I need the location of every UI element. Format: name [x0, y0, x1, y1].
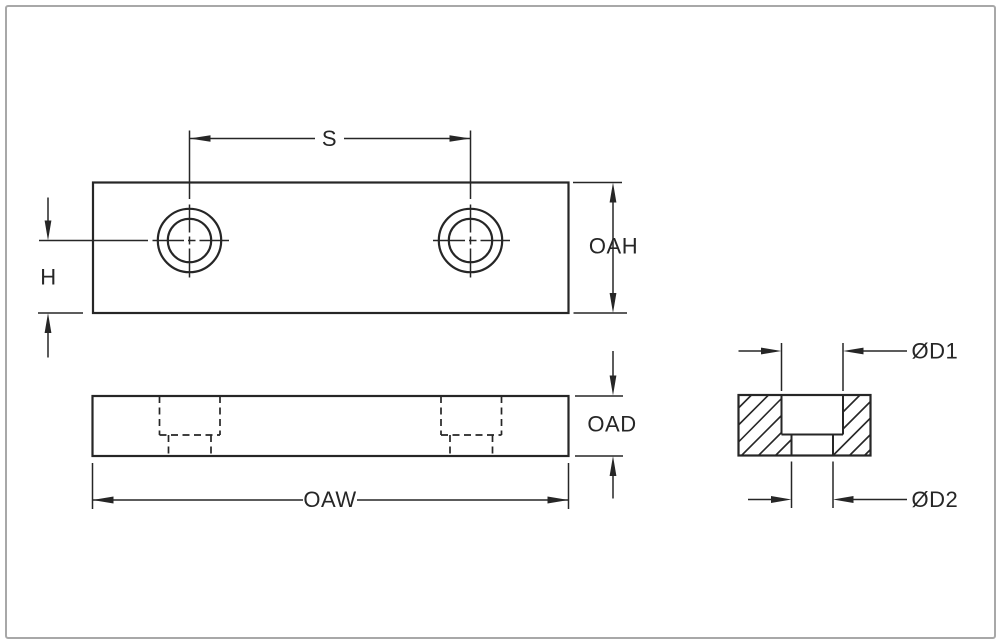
oah-arrowhead-bottom — [609, 293, 617, 313]
hidden-hole-left — [167, 435, 212, 456]
oad-extension-lines — [575, 395, 623, 457]
s-arrowhead-right — [449, 135, 471, 142]
d2-dimension: ØD2 — [748, 461, 959, 512]
d1-extension-lines — [780, 343, 844, 391]
oad-label: OAD — [587, 412, 636, 437]
s-arrowhead-left — [189, 135, 211, 142]
s-label: S — [322, 126, 337, 151]
oad-dimension: OAD — [575, 351, 636, 499]
d2-arrowhead-left — [771, 496, 792, 503]
oah-extension-lines — [573, 181, 627, 314]
oad-arrowhead-top — [609, 375, 617, 396]
frame-border — [5, 5, 996, 639]
s-dimension: S — [189, 126, 471, 151]
oah-arrowhead-top — [609, 182, 617, 203]
top-view-outline — [91, 181, 570, 315]
hidden-hole-right — [449, 435, 494, 456]
h-arrowhead-bottom — [44, 313, 52, 333]
d2-extension-lines — [790, 461, 834, 508]
h-dimension-lines — [38, 197, 83, 358]
section-hatch-right — [832, 394, 872, 457]
d1-dimension: ØD1 — [738, 339, 959, 391]
d1-arrowhead-right — [843, 347, 864, 355]
oaw-label: OAW — [303, 487, 356, 512]
oah-label: OAH — [589, 234, 638, 259]
oaw-dimension: OAW — [91, 463, 570, 512]
oah-dimension: OAH — [573, 181, 638, 314]
d2-label: ØD2 — [912, 487, 959, 512]
front-view-outline — [91, 394, 570, 458]
section-hatch-left — [737, 394, 793, 457]
front-view — [91, 394, 570, 458]
section-view — [737, 393, 872, 457]
section-outline — [737, 393, 872, 457]
h-dimension: H — [38, 197, 83, 358]
h-arrowhead-top — [44, 220, 52, 241]
hidden-counterbore-left — [158, 396, 221, 436]
h-label: H — [40, 265, 56, 290]
hidden-counterbore-right — [440, 396, 503, 436]
oaw-extension-lines — [91, 463, 570, 509]
oaw-arrowhead-right — [547, 496, 569, 504]
d1-label: ØD1 — [912, 339, 959, 364]
oad-arrowhead-bottom — [609, 456, 617, 476]
top-view — [39, 130, 570, 315]
section-bore-profile — [780, 395, 844, 456]
d2-arrowhead-right — [833, 496, 854, 503]
d1-arrowhead-left — [761, 347, 782, 355]
oaw-arrowhead-left — [92, 496, 114, 504]
